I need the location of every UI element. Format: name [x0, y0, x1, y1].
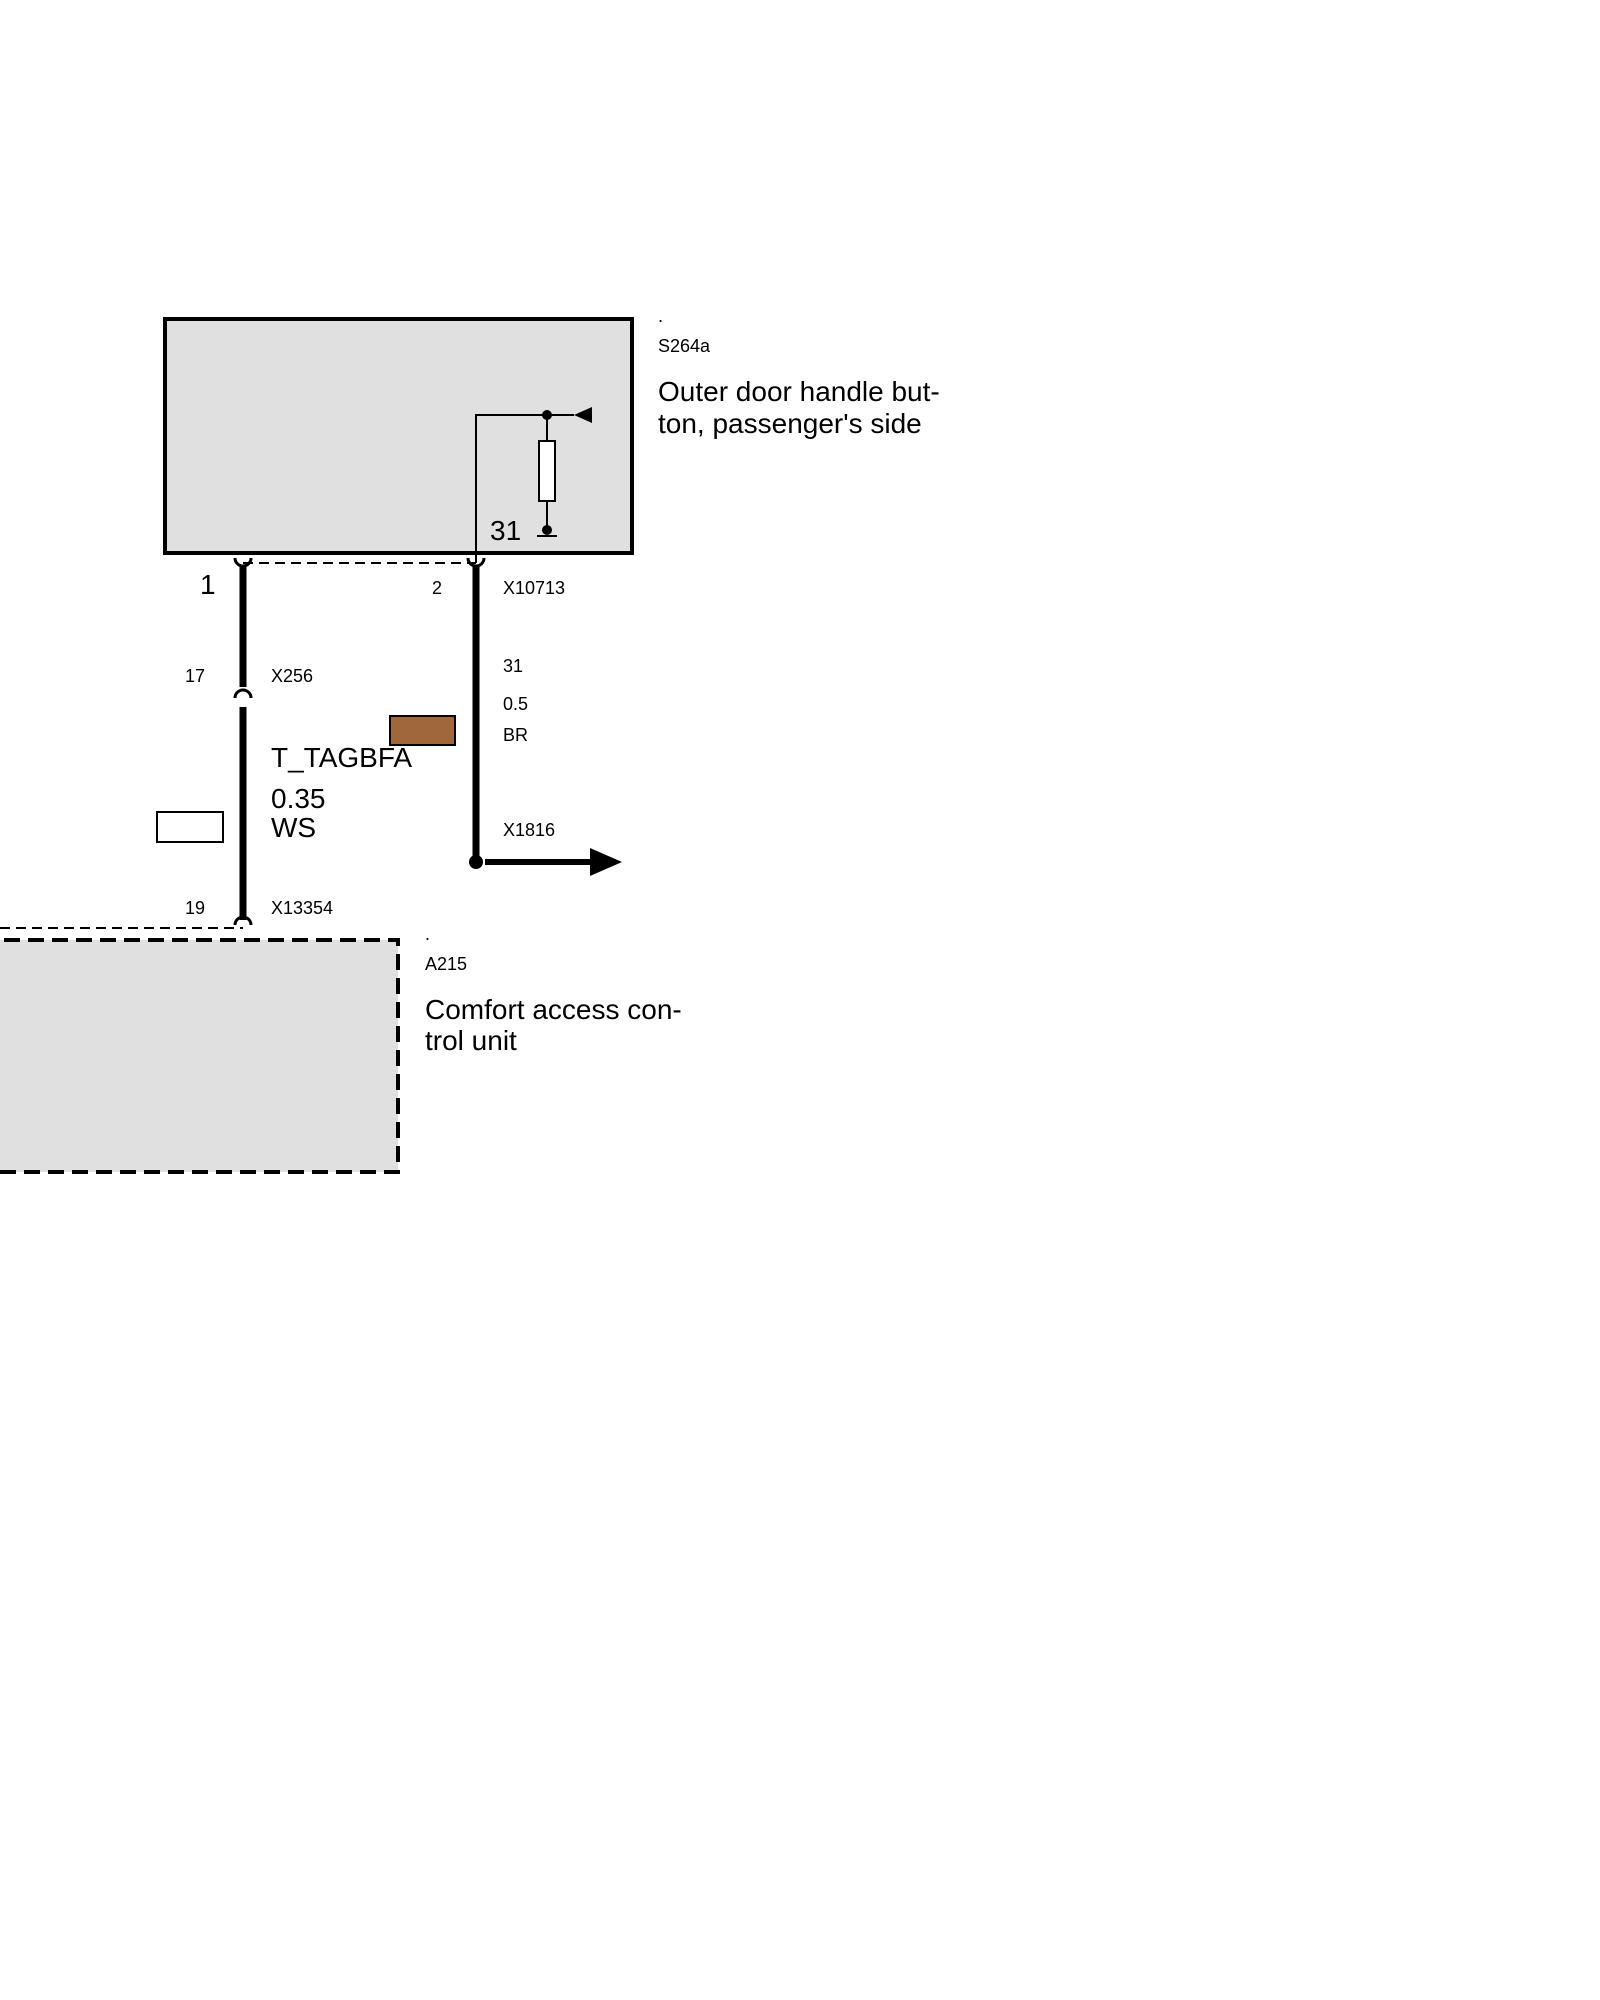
- junction-dot: [542, 410, 552, 420]
- pin2-label: 2: [432, 578, 442, 598]
- ground-wire-terminal: 31: [503, 656, 523, 676]
- ground-connector-label: X1816: [503, 820, 555, 840]
- pin1-label: 1: [200, 569, 216, 600]
- switch-dot: .: [658, 306, 663, 326]
- switch-name-line2: ton, passenger's side: [658, 408, 922, 439]
- switch-box: [163, 317, 634, 555]
- switch-name-line1: Outer door handle but-: [658, 376, 940, 407]
- signal-wire-gauge: 0.35: [271, 783, 326, 814]
- ground-wire-color-code: BR: [503, 725, 528, 745]
- ground-dot: [542, 525, 552, 535]
- unit-name-line2: trol unit: [425, 1025, 517, 1056]
- inline-pin-label: 17: [185, 666, 205, 686]
- ground-arrow-icon: [590, 848, 622, 876]
- inline-connector-label: X256: [271, 666, 313, 686]
- unit-connector-label: X13354: [271, 898, 333, 918]
- unit-dot: .: [425, 924, 430, 944]
- switch-id: S264a: [658, 336, 711, 356]
- pin1-socket: [233, 557, 253, 568]
- unit-pin-label: 19: [185, 898, 205, 918]
- unit-id: A215: [425, 954, 467, 974]
- signal-wire-color-swatch: [156, 811, 224, 843]
- ground-wire-color-swatch: [389, 715, 456, 746]
- unit-name-line1: Comfort access con-: [425, 994, 682, 1025]
- unit-pin-socket: [233, 915, 253, 926]
- switch-internal-pin: 31: [490, 515, 521, 546]
- inline-connector-socket: [233, 688, 253, 699]
- switch-arrow-icon: [574, 407, 592, 423]
- switch-connector-label: X10713: [503, 578, 565, 598]
- control-unit-box: [0, 938, 400, 1174]
- pin2-socket: [466, 557, 486, 568]
- signal-wire-color-code: WS: [271, 812, 316, 843]
- ground-wire-end-dot: [469, 855, 483, 869]
- signal-wire-name: T_TAGBFA: [271, 742, 412, 773]
- ground-wire-gauge: 0.5: [503, 694, 528, 714]
- switch-internal-circuit: [475, 414, 574, 563]
